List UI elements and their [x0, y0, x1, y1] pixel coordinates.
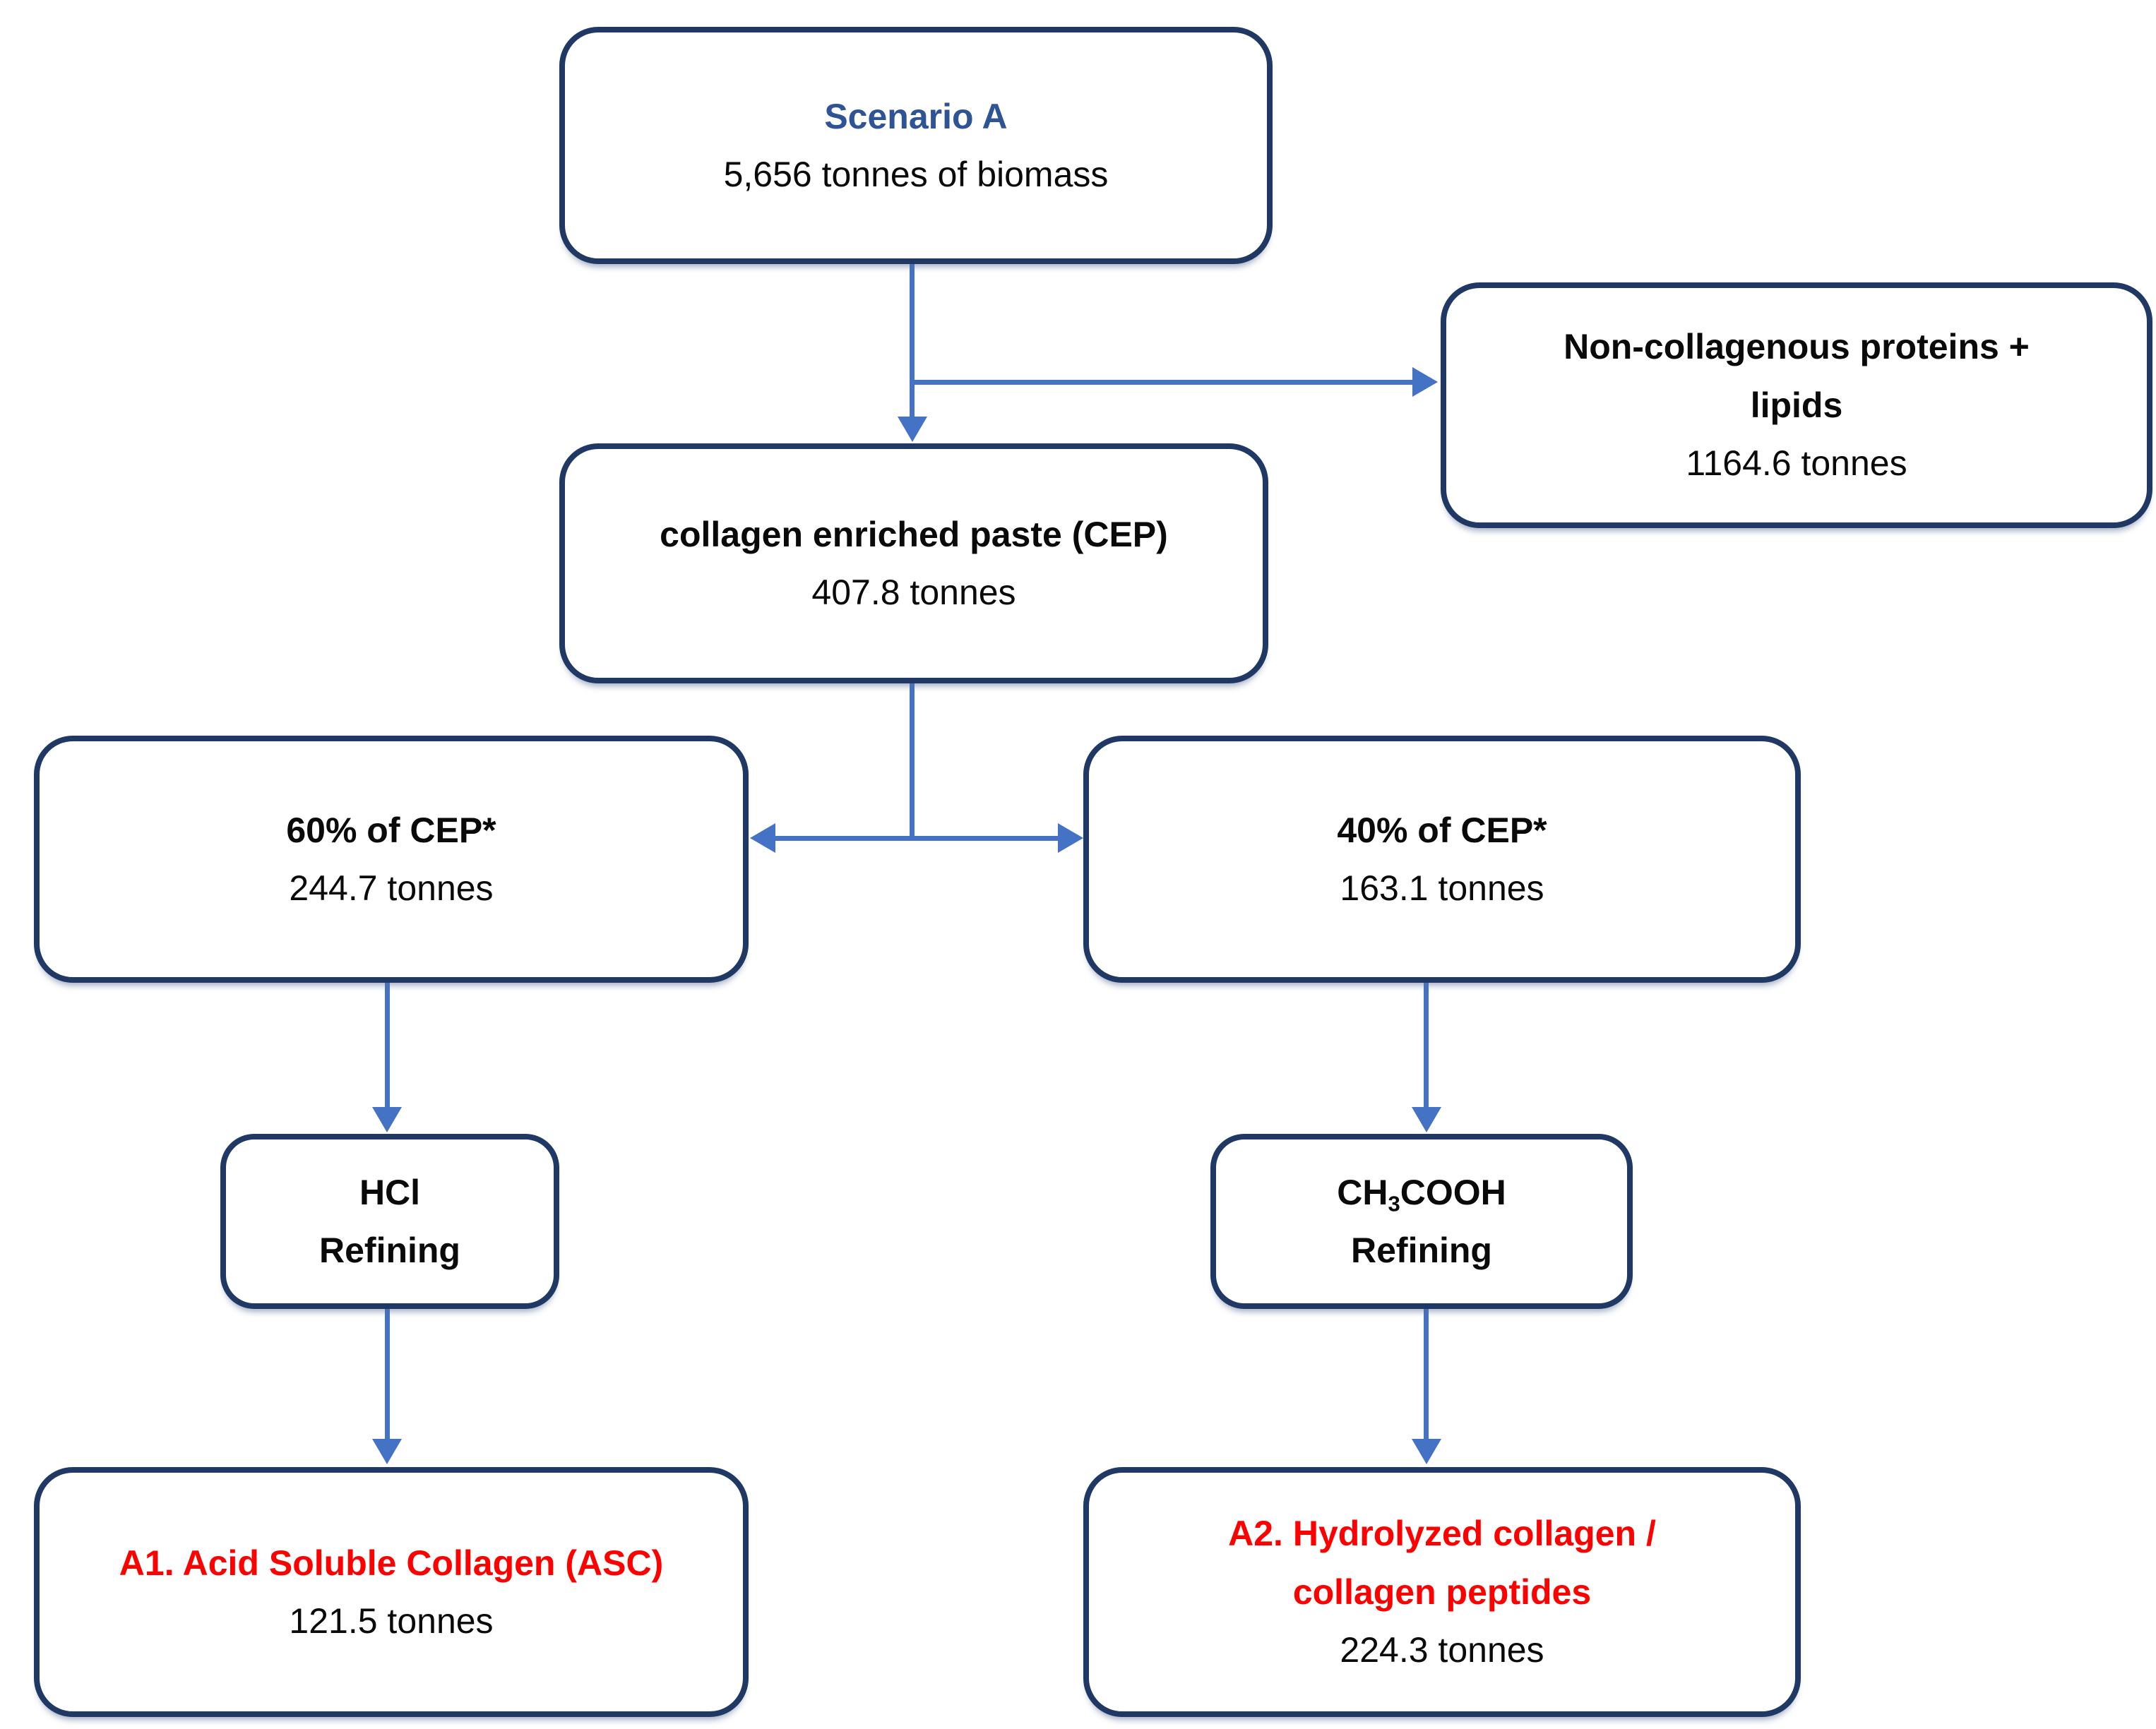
formula-pre: CH — [1337, 1172, 1388, 1212]
formula-post: COOH — [1400, 1172, 1506, 1212]
arrowhead-left-icon — [750, 823, 775, 853]
arrow-hcl-to-a1 — [385, 1309, 390, 1442]
arrowhead-down-icon — [1412, 1439, 1441, 1464]
arrow-branch-to-non-collagenous — [912, 380, 1414, 385]
arrowhead-right-icon — [1058, 823, 1083, 853]
cep-title: collagen enriched paste (CEP) — [660, 514, 1168, 554]
a1-asc-node: A1. Acid Soluble Collagen (ASC) 121.5 to… — [34, 1467, 749, 1717]
non-collagenous-value: 1164.6 tonnes — [1686, 443, 1907, 484]
a2-title: A2. Hydrolyzed collagen / collagen pepti… — [1228, 1514, 1656, 1612]
hcl-refining-title: HCl Refining — [319, 1172, 460, 1271]
scenario-a-title: Scenario A — [824, 96, 1008, 136]
arrowhead-right-icon — [1412, 367, 1438, 397]
acetic-refining-node: CH3COOH Refining — [1210, 1134, 1633, 1309]
a2-hydrolyzed-node: A2. Hydrolyzed collagen / collagen pepti… — [1083, 1467, 1801, 1717]
arrowhead-down-icon — [372, 1439, 402, 1464]
non-collagenous-title: Non-collagenous proteins + lipids — [1564, 327, 2030, 425]
cep-value: 407.8 tonnes — [811, 573, 1016, 612]
line-cep-to-split — [910, 683, 915, 840]
a2-value: 224.3 tonnes — [1340, 1630, 1544, 1670]
scenario-a-node: Scenario A 5,656 tonnes of biomass — [559, 27, 1273, 264]
arrowhead-down-icon — [898, 417, 927, 442]
arrow-cep40-to-acetic — [1424, 983, 1429, 1110]
cep-node: collagen enriched paste (CEP) 407.8 tonn… — [559, 443, 1268, 683]
acetic-refining-label: Refining — [1351, 1231, 1492, 1270]
arrow-scenario-to-cep — [910, 264, 915, 419]
cep-40-percent-node: 40% of CEP* 163.1 tonnes — [1083, 736, 1801, 983]
cep-60-value: 244.7 tonnes — [289, 868, 494, 908]
arrowhead-down-icon — [1412, 1107, 1441, 1132]
hcl-refining-node: HCl Refining — [220, 1134, 559, 1309]
a1-title: A1. Acid Soluble Collagen (ASC) — [119, 1543, 664, 1583]
arrowhead-down-icon — [372, 1107, 402, 1132]
cep-60-percent-node: 60% of CEP* 244.7 tonnes — [34, 736, 749, 983]
scenario-a-value: 5,656 tonnes of biomass — [723, 155, 1109, 194]
cep-40-value: 163.1 tonnes — [1340, 868, 1544, 908]
formula-subscript: 3 — [1388, 1190, 1400, 1216]
non-collagenous-node: Non-collagenous proteins + lipids 1164.6… — [1441, 282, 2152, 528]
arrow-cep60-to-hcl — [385, 983, 390, 1110]
a1-value: 121.5 tonnes — [289, 1601, 494, 1641]
cep-60-title: 60% of CEP* — [286, 810, 496, 850]
acetic-formula: CH3COOH — [1337, 1163, 1506, 1222]
cep-40-title: 40% of CEP* — [1337, 810, 1547, 850]
arrow-acetic-to-a2 — [1424, 1309, 1429, 1442]
line-split-horizontal — [775, 836, 1058, 841]
